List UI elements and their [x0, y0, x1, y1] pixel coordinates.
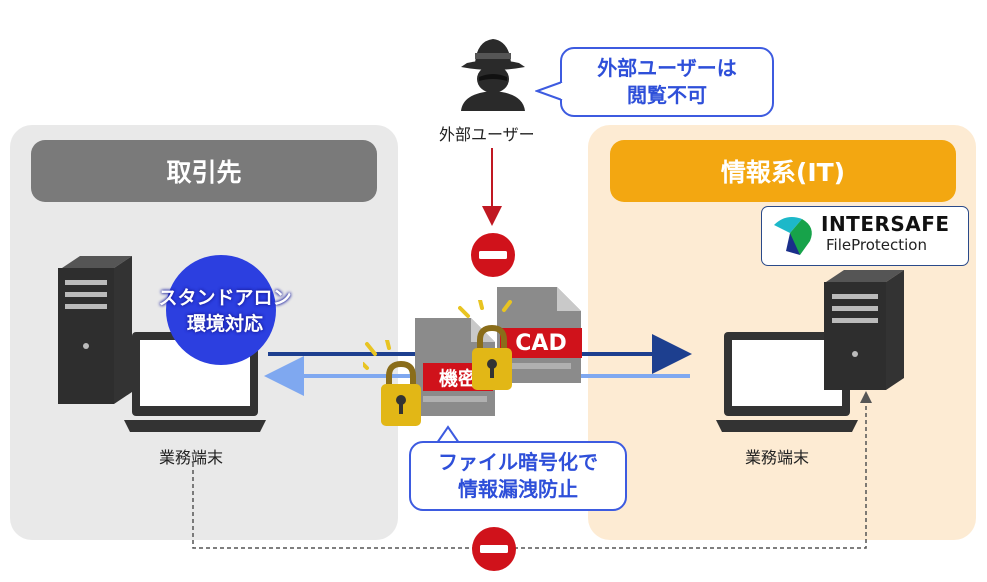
no-entry-icon — [472, 527, 516, 571]
no-entry-icon — [471, 233, 515, 277]
external-callout-line1: 外部ユーザーは — [597, 56, 737, 80]
padlock-icon — [363, 340, 421, 426]
external-callout-line2: 閲覧不可 — [627, 83, 707, 107]
logo-subtitle: FileProtection — [826, 236, 927, 254]
intersafe-logo-mark-icon — [774, 217, 812, 255]
dashed-offline-path — [192, 391, 872, 549]
encryption-line1: ファイル暗号化で — [438, 450, 598, 474]
standalone-badge — [166, 255, 276, 365]
padlock-icon — [458, 300, 512, 390]
it-terminal-label: 業務端末 — [745, 448, 810, 467]
callout-tail — [436, 425, 460, 444]
spy-user-icon — [461, 39, 525, 111]
encryption-line2: 情報漏洩防止 — [458, 477, 578, 501]
callout-tail — [535, 81, 565, 101]
encryption-callout: ファイル暗号化で 情報漏洩防止 — [409, 441, 627, 511]
it-header: 情報系(IT) — [610, 140, 956, 202]
standalone-line1: スタンドアロン — [158, 287, 292, 309]
cad-file-label: CAD — [500, 328, 582, 358]
partner-terminal-label: 業務端末 — [159, 448, 224, 467]
external-user-callout: 外部ユーザーは 閲覧不可 — [560, 47, 774, 117]
partner-header: 取引先 — [31, 140, 377, 202]
external-user-label: 外部ユーザー — [439, 125, 535, 144]
laptop-icon — [716, 332, 858, 432]
server-tower-icon — [824, 270, 904, 390]
server-tower-icon — [58, 256, 132, 404]
standalone-badge-text: スタンドアロン 環境対応 — [150, 285, 300, 337]
standalone-line2: 環境対応 — [186, 313, 263, 335]
logo-title: INTERSAFE — [821, 212, 950, 236]
